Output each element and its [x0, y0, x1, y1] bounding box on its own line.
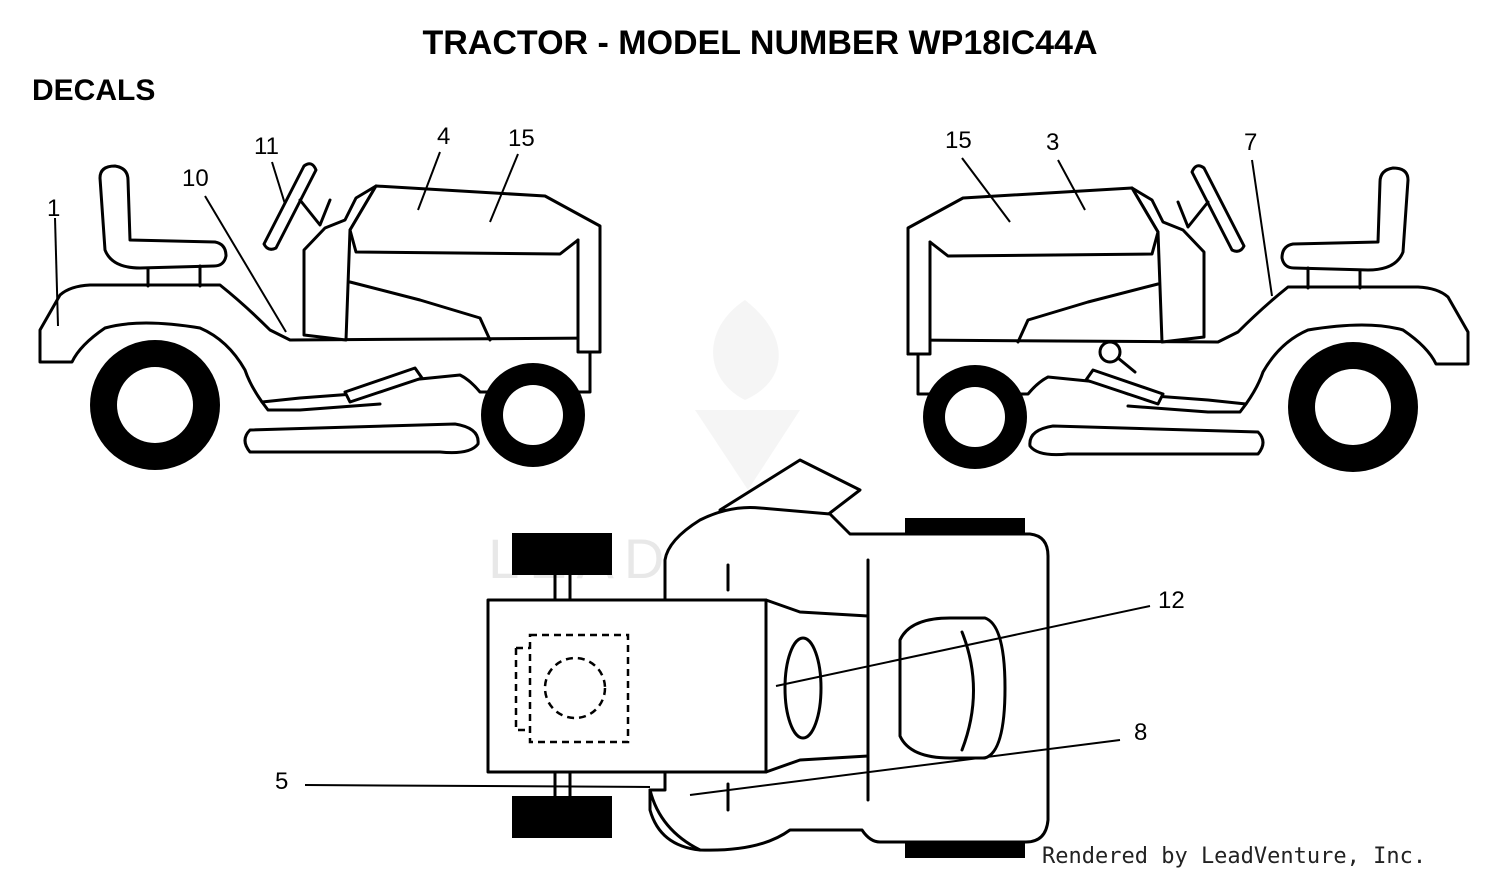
tractor-right-side-view	[906, 164, 1470, 472]
callout-8: 8	[689, 719, 1147, 796]
callout-3: 3	[1046, 129, 1086, 211]
callout-1: 1	[47, 195, 60, 327]
tractor-left-side-view	[38, 162, 602, 470]
svg-text:7: 7	[1244, 129, 1257, 156]
callout-11: 11	[254, 133, 286, 205]
shift-lever-icon	[1098, 340, 1137, 374]
callout-10: 10	[182, 165, 287, 333]
svg-text:12: 12	[1158, 587, 1185, 614]
callout-15-right: 15	[945, 127, 1011, 223]
svg-text:11: 11	[254, 133, 279, 160]
tractor-top-view	[486, 458, 1050, 858]
svg-text:5: 5	[275, 768, 288, 795]
svg-text:10: 10	[182, 165, 209, 192]
svg-text:15: 15	[508, 125, 535, 152]
diagram-title: TRACTOR - MODEL NUMBER WP18IC44A	[422, 24, 1097, 62]
callout-15-left: 15	[489, 125, 535, 223]
callout-4: 4	[417, 123, 450, 211]
watermark-logo	[695, 300, 800, 490]
svg-text:3: 3	[1046, 129, 1059, 156]
callout-7: 7	[1244, 129, 1273, 297]
callout-12: 12	[775, 587, 1185, 687]
render-credit: Rendered by LeadVenture, Inc.	[1042, 844, 1426, 869]
svg-text:1: 1	[47, 195, 60, 222]
section-heading: DECALS	[32, 74, 155, 107]
callout-5: 5	[275, 768, 651, 795]
svg-text:4: 4	[437, 123, 450, 150]
svg-text:8: 8	[1134, 719, 1147, 746]
svg-text:15: 15	[945, 127, 972, 154]
